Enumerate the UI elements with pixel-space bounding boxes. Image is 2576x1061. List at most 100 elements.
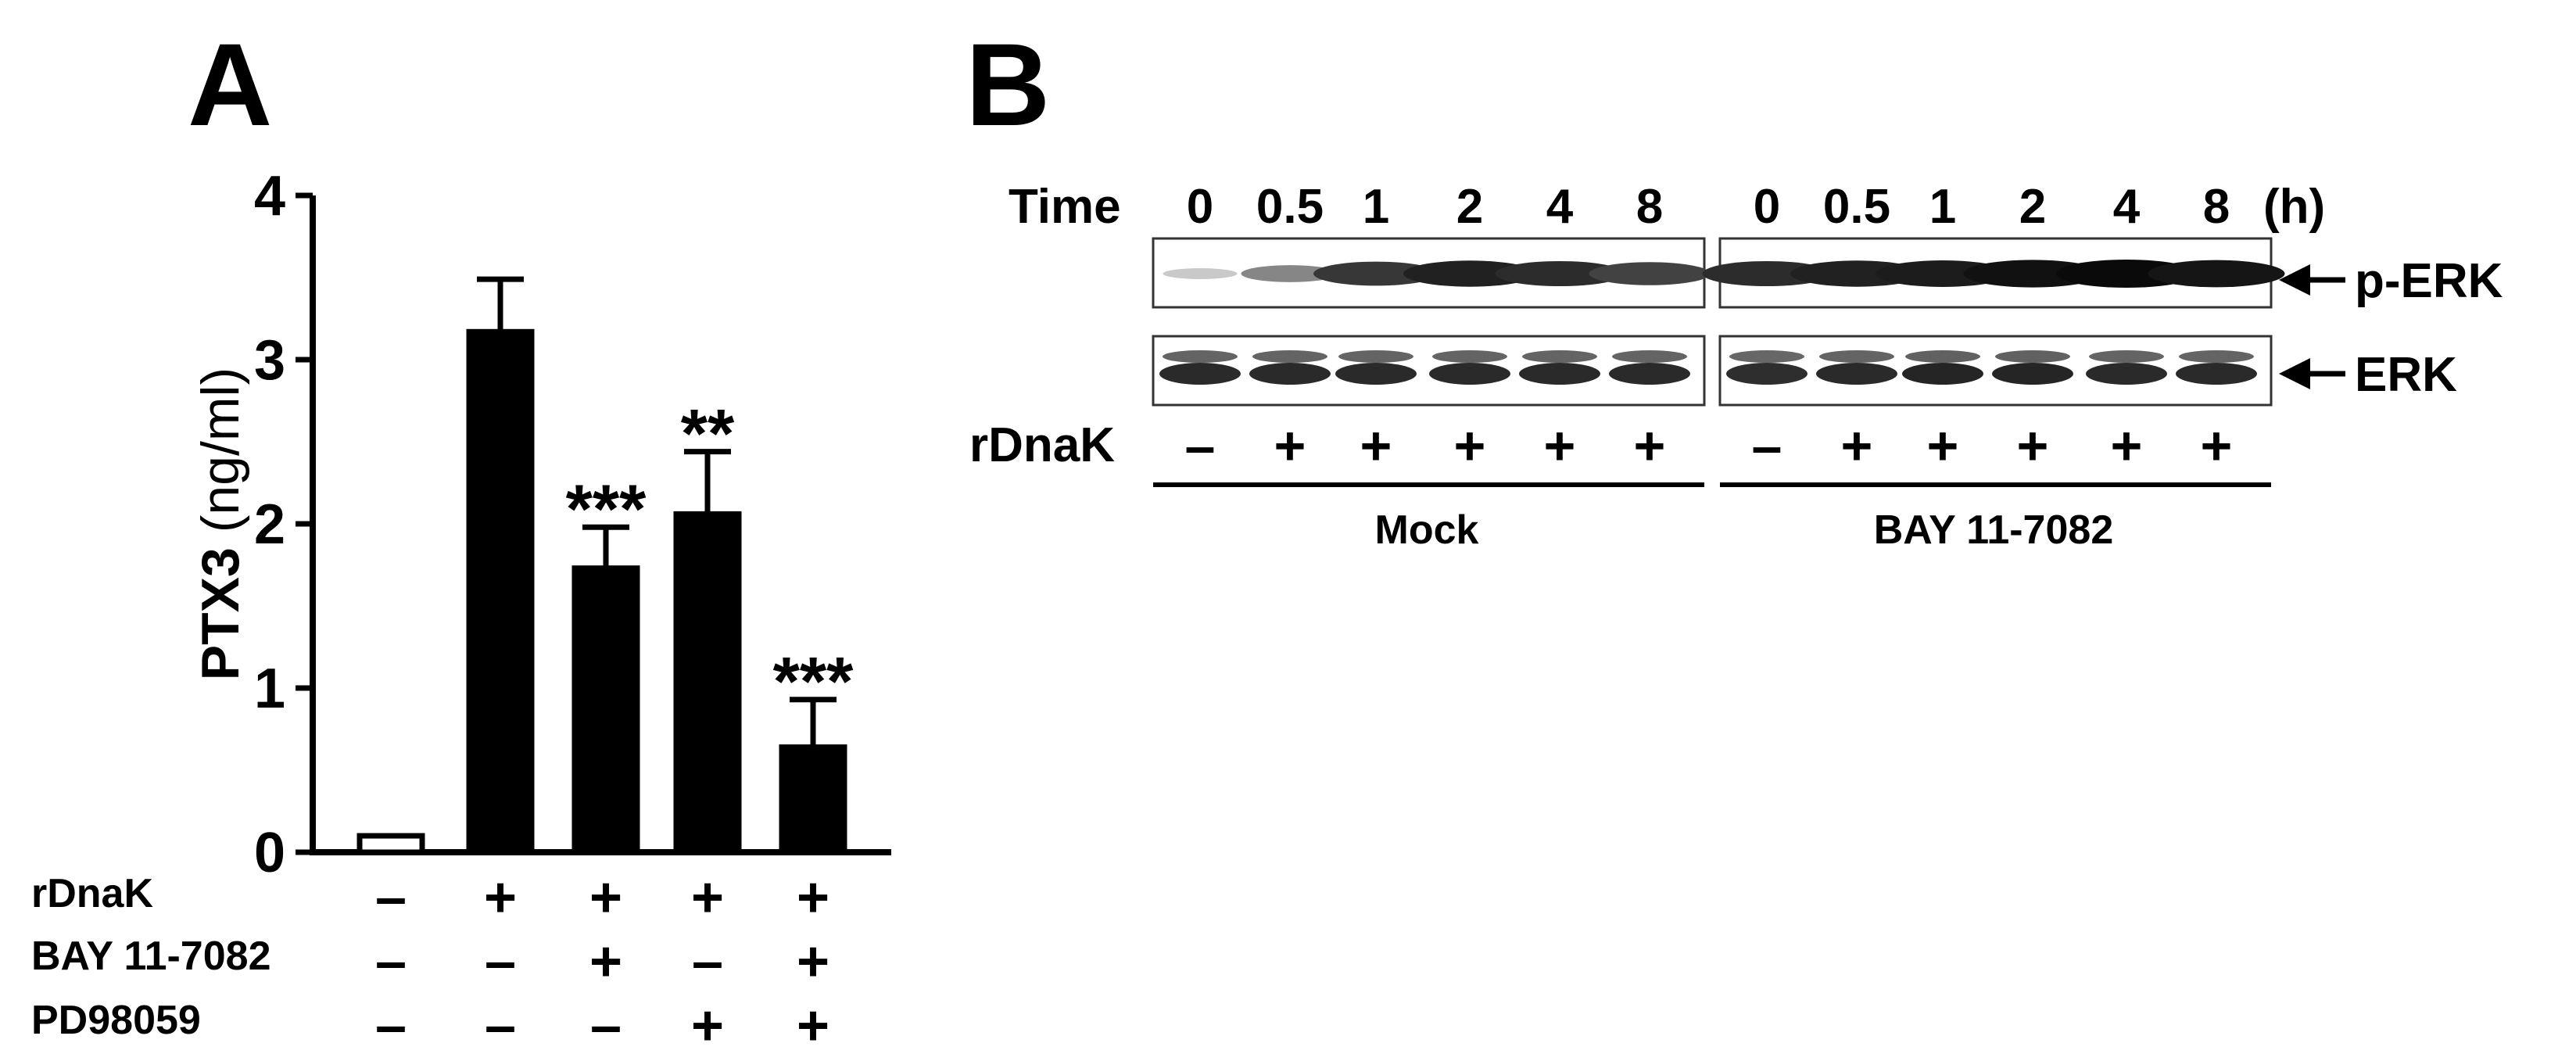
erk-band-upper — [1432, 350, 1507, 363]
perk-band — [1589, 262, 1711, 285]
erk-band — [1816, 363, 1897, 385]
sign-r1-c1: – — [375, 866, 407, 929]
sign-r3-c4: + — [691, 995, 724, 1057]
panel-b: B Time 0 0.5 1 2 4 8 0 0.5 1 2 4 8 (h) p-ERK ERK rD… — [966, 19, 2503, 553]
erk-band-upper — [1819, 350, 1894, 363]
significance-label: *** — [566, 470, 647, 547]
erk-band-upper — [1338, 350, 1413, 363]
time-point-label: 1 — [1363, 180, 1389, 234]
bar — [571, 565, 640, 855]
perk-band — [1163, 268, 1238, 279]
y-tick-label: 0 — [254, 822, 285, 884]
time-point-label: 8 — [2203, 180, 2230, 234]
perk-band — [1241, 265, 1339, 282]
perk-band — [2148, 260, 2285, 288]
sign-r1-c3: + — [589, 866, 622, 929]
erk-band — [1429, 363, 1510, 385]
rdnak-sign: + — [1454, 415, 1486, 476]
bar — [673, 511, 742, 855]
erk-band-upper — [1252, 350, 1327, 363]
treatment-label-pd: PD98059 — [31, 998, 201, 1043]
rdnak-sign: + — [1360, 415, 1392, 476]
bar — [779, 744, 847, 855]
left-arrow-icon — [2279, 264, 2310, 296]
sign-r3-c2: – — [485, 995, 516, 1057]
treatment-table: rDnaK BAY 11-7082 PD98059 – + + + + – – … — [31, 866, 829, 1057]
rdnak-sign: + — [1544, 415, 1576, 476]
sign-r3-c3: – — [590, 995, 622, 1057]
erk-row-label: ERK — [2279, 348, 2457, 402]
erk-band-upper — [2179, 350, 2254, 363]
y-tick-label: 4 — [254, 165, 285, 228]
group-label-bay: BAY 11-7082 — [1874, 507, 2114, 553]
y-tick-label: 3 — [254, 329, 285, 392]
perk-band — [1495, 260, 1625, 287]
erk-band — [1519, 363, 1600, 385]
time-point-label: 2 — [2019, 180, 2046, 234]
perk-label: p-ERK — [2355, 254, 2503, 308]
erk-band-upper — [1163, 350, 1238, 363]
time-point-label: 0 — [1754, 180, 1780, 234]
bars: ******** — [356, 276, 854, 855]
erk-band-upper — [1729, 350, 1804, 363]
erk-band — [2176, 363, 2257, 385]
erk-band — [1902, 363, 1983, 385]
erk-band — [2086, 363, 2167, 385]
time-label: Time — [1009, 180, 1121, 234]
rdnak-sign: – — [1185, 415, 1216, 476]
time-point-label: 0.5 — [1823, 180, 1890, 234]
time-labels: 0 0.5 1 2 4 8 0 0.5 1 2 4 8 — [1187, 180, 2230, 234]
significance-label: *** — [773, 643, 854, 720]
rdnak-sign: + — [1634, 415, 1666, 476]
perk-band — [1403, 260, 1536, 287]
rdnak-sign: – — [1752, 415, 1782, 476]
perk-row-label: p-ERK — [2279, 254, 2503, 308]
erk-band-upper — [1995, 350, 2070, 363]
left-arrow-icon — [2279, 358, 2310, 389]
time-point-label: 1 — [1929, 180, 1956, 234]
perk-band — [1313, 261, 1438, 286]
erk-band-upper — [1612, 350, 1687, 363]
time-point-label: 0 — [1187, 180, 1213, 234]
erk-band-upper — [2089, 350, 2164, 363]
time-point-label: 8 — [1636, 180, 1663, 234]
sign-r2-c4: – — [692, 930, 723, 993]
time-unit: (h) — [2263, 180, 2325, 234]
time-point-label: 0.5 — [1256, 180, 1324, 234]
erk-band — [1335, 363, 1417, 385]
rdnak-signs: –+++++–+++++ — [1185, 415, 2233, 476]
erk-band — [1609, 363, 1690, 385]
sign-r1-c5: + — [797, 866, 829, 929]
rdnak-sign: + — [1274, 415, 1306, 476]
treatment-label-bay: BAY 11-7082 — [31, 934, 271, 979]
bar — [356, 833, 425, 855]
sign-r3-c5: + — [797, 995, 829, 1057]
sign-r3-c1: – — [375, 995, 407, 1057]
panel-a-letter: A — [188, 19, 272, 150]
time-point-label: 2 — [1456, 180, 1483, 234]
erk-band-upper — [1522, 350, 1597, 363]
rdnak-sign: + — [1927, 415, 1959, 476]
rdnak-sign: + — [2201, 415, 2233, 476]
sign-r1-c4: + — [691, 866, 724, 929]
erk-band — [1159, 363, 1241, 385]
rdnak-row-label: rDnaK — [969, 418, 1115, 472]
rdnak-sign: + — [2017, 415, 2049, 476]
time-point-label: 4 — [2113, 180, 2141, 234]
sign-r2-c1: – — [375, 930, 407, 993]
sign-r2-c3: + — [589, 930, 622, 993]
rdnak-sign: + — [1841, 415, 1873, 476]
erk-band-upper — [1905, 350, 1980, 363]
sign-r2-c5: + — [797, 930, 829, 993]
erk-band — [1726, 363, 1807, 385]
panel-b-letter: B — [966, 19, 1050, 150]
time-point-label: 4 — [1546, 180, 1574, 234]
erk-label: ERK — [2355, 348, 2457, 402]
treatment-label-rdnak: rDnaK — [31, 871, 153, 916]
erk-band — [1249, 363, 1331, 385]
significance-label: ** — [681, 395, 735, 472]
y-tick-label: 1 — [254, 658, 285, 720]
